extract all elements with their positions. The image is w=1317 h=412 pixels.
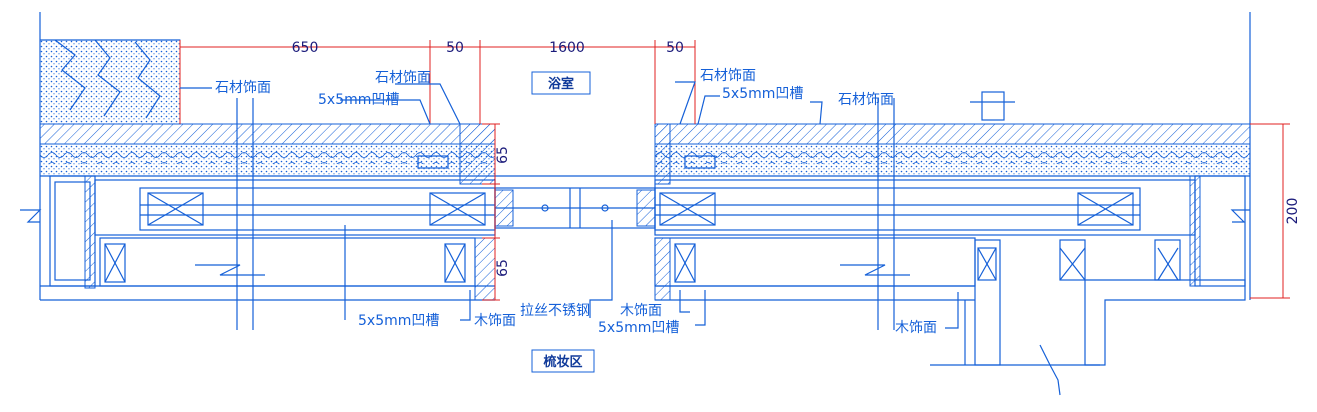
left-wall	[39, 12, 181, 300]
room-label-lower: 梳妆区	[531, 349, 595, 373]
dim-1600: 1600	[549, 40, 585, 56]
dim-65-upper: 65	[495, 146, 511, 164]
label-brushed-steel: 拉丝不锈钢	[520, 303, 590, 319]
dim-650: 650	[292, 40, 319, 56]
dim-200: 200	[1285, 198, 1301, 225]
dim-50-left: 50	[446, 40, 464, 56]
label-groove-top-right: 5x5mm凹槽	[722, 86, 803, 102]
label-wood-finish-bottom-left: 木饰面	[474, 313, 516, 329]
upper-slab	[39, 123, 1251, 185]
label-groove-bottom-left: 5x5mm凹槽	[358, 313, 439, 329]
leader-lines	[180, 81, 959, 329]
vertical-members	[195, 98, 1100, 396]
door-assembly	[94, 179, 1196, 236]
room-bathroom: 浴室	[548, 76, 574, 92]
label-wood-finish-bottom-right: 木饰面	[895, 320, 937, 336]
label-groove-bottom-mid: 5x5mm凹槽	[598, 320, 679, 336]
room-vanity: 梳妆区	[543, 354, 582, 370]
dim-65-lower: 65	[495, 259, 511, 277]
label-groove-top-left: 5x5mm凹槽	[318, 92, 399, 108]
label-stone-finish-right-a: 石材饰面	[700, 68, 756, 84]
label-stone-finish-left: 石材饰面	[215, 80, 271, 96]
label-wood-finish-bottom-mid: 木饰面	[620, 303, 662, 319]
label-stone-finish-mid: 石材饰面	[375, 70, 431, 86]
dim-50-right: 50	[666, 40, 684, 56]
right-wall	[970, 12, 1251, 366]
dimension-lines	[179, 40, 1290, 301]
lower-cabinet-right	[654, 237, 1181, 366]
label-stone-finish-right-b: 石材饰面	[838, 92, 894, 108]
room-label-upper: 浴室	[531, 71, 591, 95]
lower-cabinet-left	[99, 237, 496, 301]
